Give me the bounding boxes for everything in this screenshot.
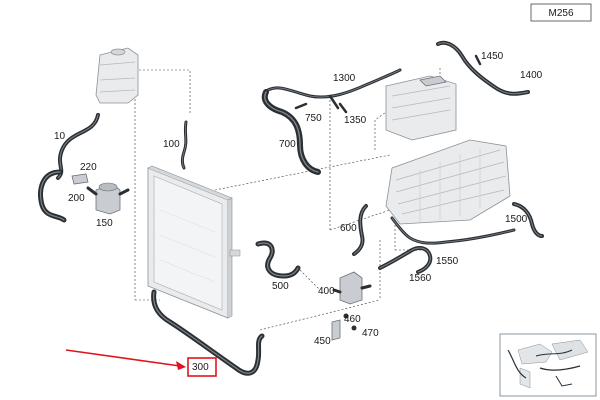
water-pump xyxy=(86,182,130,215)
hose-600 xyxy=(352,204,368,256)
callout-460[interactable]: 460 xyxy=(344,314,361,325)
hose-1500 xyxy=(512,202,544,238)
callout-700[interactable]: 700 xyxy=(279,139,296,150)
callout-labels: 10 100 150 200 220 300 400 450 460 470 5… xyxy=(54,51,543,373)
callout-300[interactable]: 300 xyxy=(192,362,209,373)
bolt-750 xyxy=(294,102,308,110)
hose-700 xyxy=(261,89,321,175)
callout-500[interactable]: 500 xyxy=(272,281,289,292)
thermostat-housing xyxy=(332,271,372,305)
engine-code-text: M256 xyxy=(548,8,573,19)
hose-100 xyxy=(181,120,188,170)
expansion-tank xyxy=(95,47,139,104)
hose-500 xyxy=(255,240,301,279)
hose-200 xyxy=(38,169,67,223)
callout-100[interactable]: 100 xyxy=(163,139,180,150)
callout-150[interactable]: 150 xyxy=(96,218,113,229)
overview-thumbnail[interactable] xyxy=(499,333,597,397)
highlight-arrow-shaft xyxy=(65,349,181,367)
bracket-220 xyxy=(71,173,89,185)
callout-750[interactable]: 750 xyxy=(305,113,322,124)
hose-1560 xyxy=(378,246,433,274)
highlight-arrow-head xyxy=(176,361,186,370)
bolt-470 xyxy=(351,325,357,331)
intercooler-module xyxy=(385,75,457,141)
callout-400[interactable]: 400 xyxy=(318,286,335,297)
engine-code-badge: M256 xyxy=(530,3,592,22)
callout-220[interactable]: 220 xyxy=(80,162,97,173)
callout-10[interactable]: 10 xyxy=(54,131,66,142)
hose-1300 xyxy=(266,68,402,110)
callout-1560[interactable]: 1560 xyxy=(409,273,432,284)
intake-manifold xyxy=(385,139,511,225)
hose-1550 xyxy=(390,216,516,245)
hose-1400 xyxy=(436,40,530,96)
callout-600[interactable]: 600 xyxy=(340,223,357,234)
callout-1400[interactable]: 1400 xyxy=(520,70,543,81)
callout-1550[interactable]: 1550 xyxy=(436,256,459,267)
highlight-box xyxy=(187,357,217,377)
callout-470[interactable]: 470 xyxy=(362,328,379,339)
radiator xyxy=(147,165,241,319)
bracket-450 xyxy=(331,319,341,341)
callout-450[interactable]: 450 xyxy=(314,336,331,347)
hose-300 xyxy=(151,289,265,376)
callout-1350[interactable]: 1350 xyxy=(344,115,367,126)
callout-1500[interactable]: 1500 xyxy=(505,214,528,225)
leader-lines xyxy=(134,68,441,331)
bolt-1350 xyxy=(338,102,348,114)
callout-1300[interactable]: 1300 xyxy=(333,73,356,84)
bolt-1450 xyxy=(474,54,482,66)
highlight-marker xyxy=(65,349,217,377)
callout-1450[interactable]: 1450 xyxy=(481,51,504,62)
bolt-460 xyxy=(343,313,349,319)
callout-200[interactable]: 200 xyxy=(68,193,85,204)
